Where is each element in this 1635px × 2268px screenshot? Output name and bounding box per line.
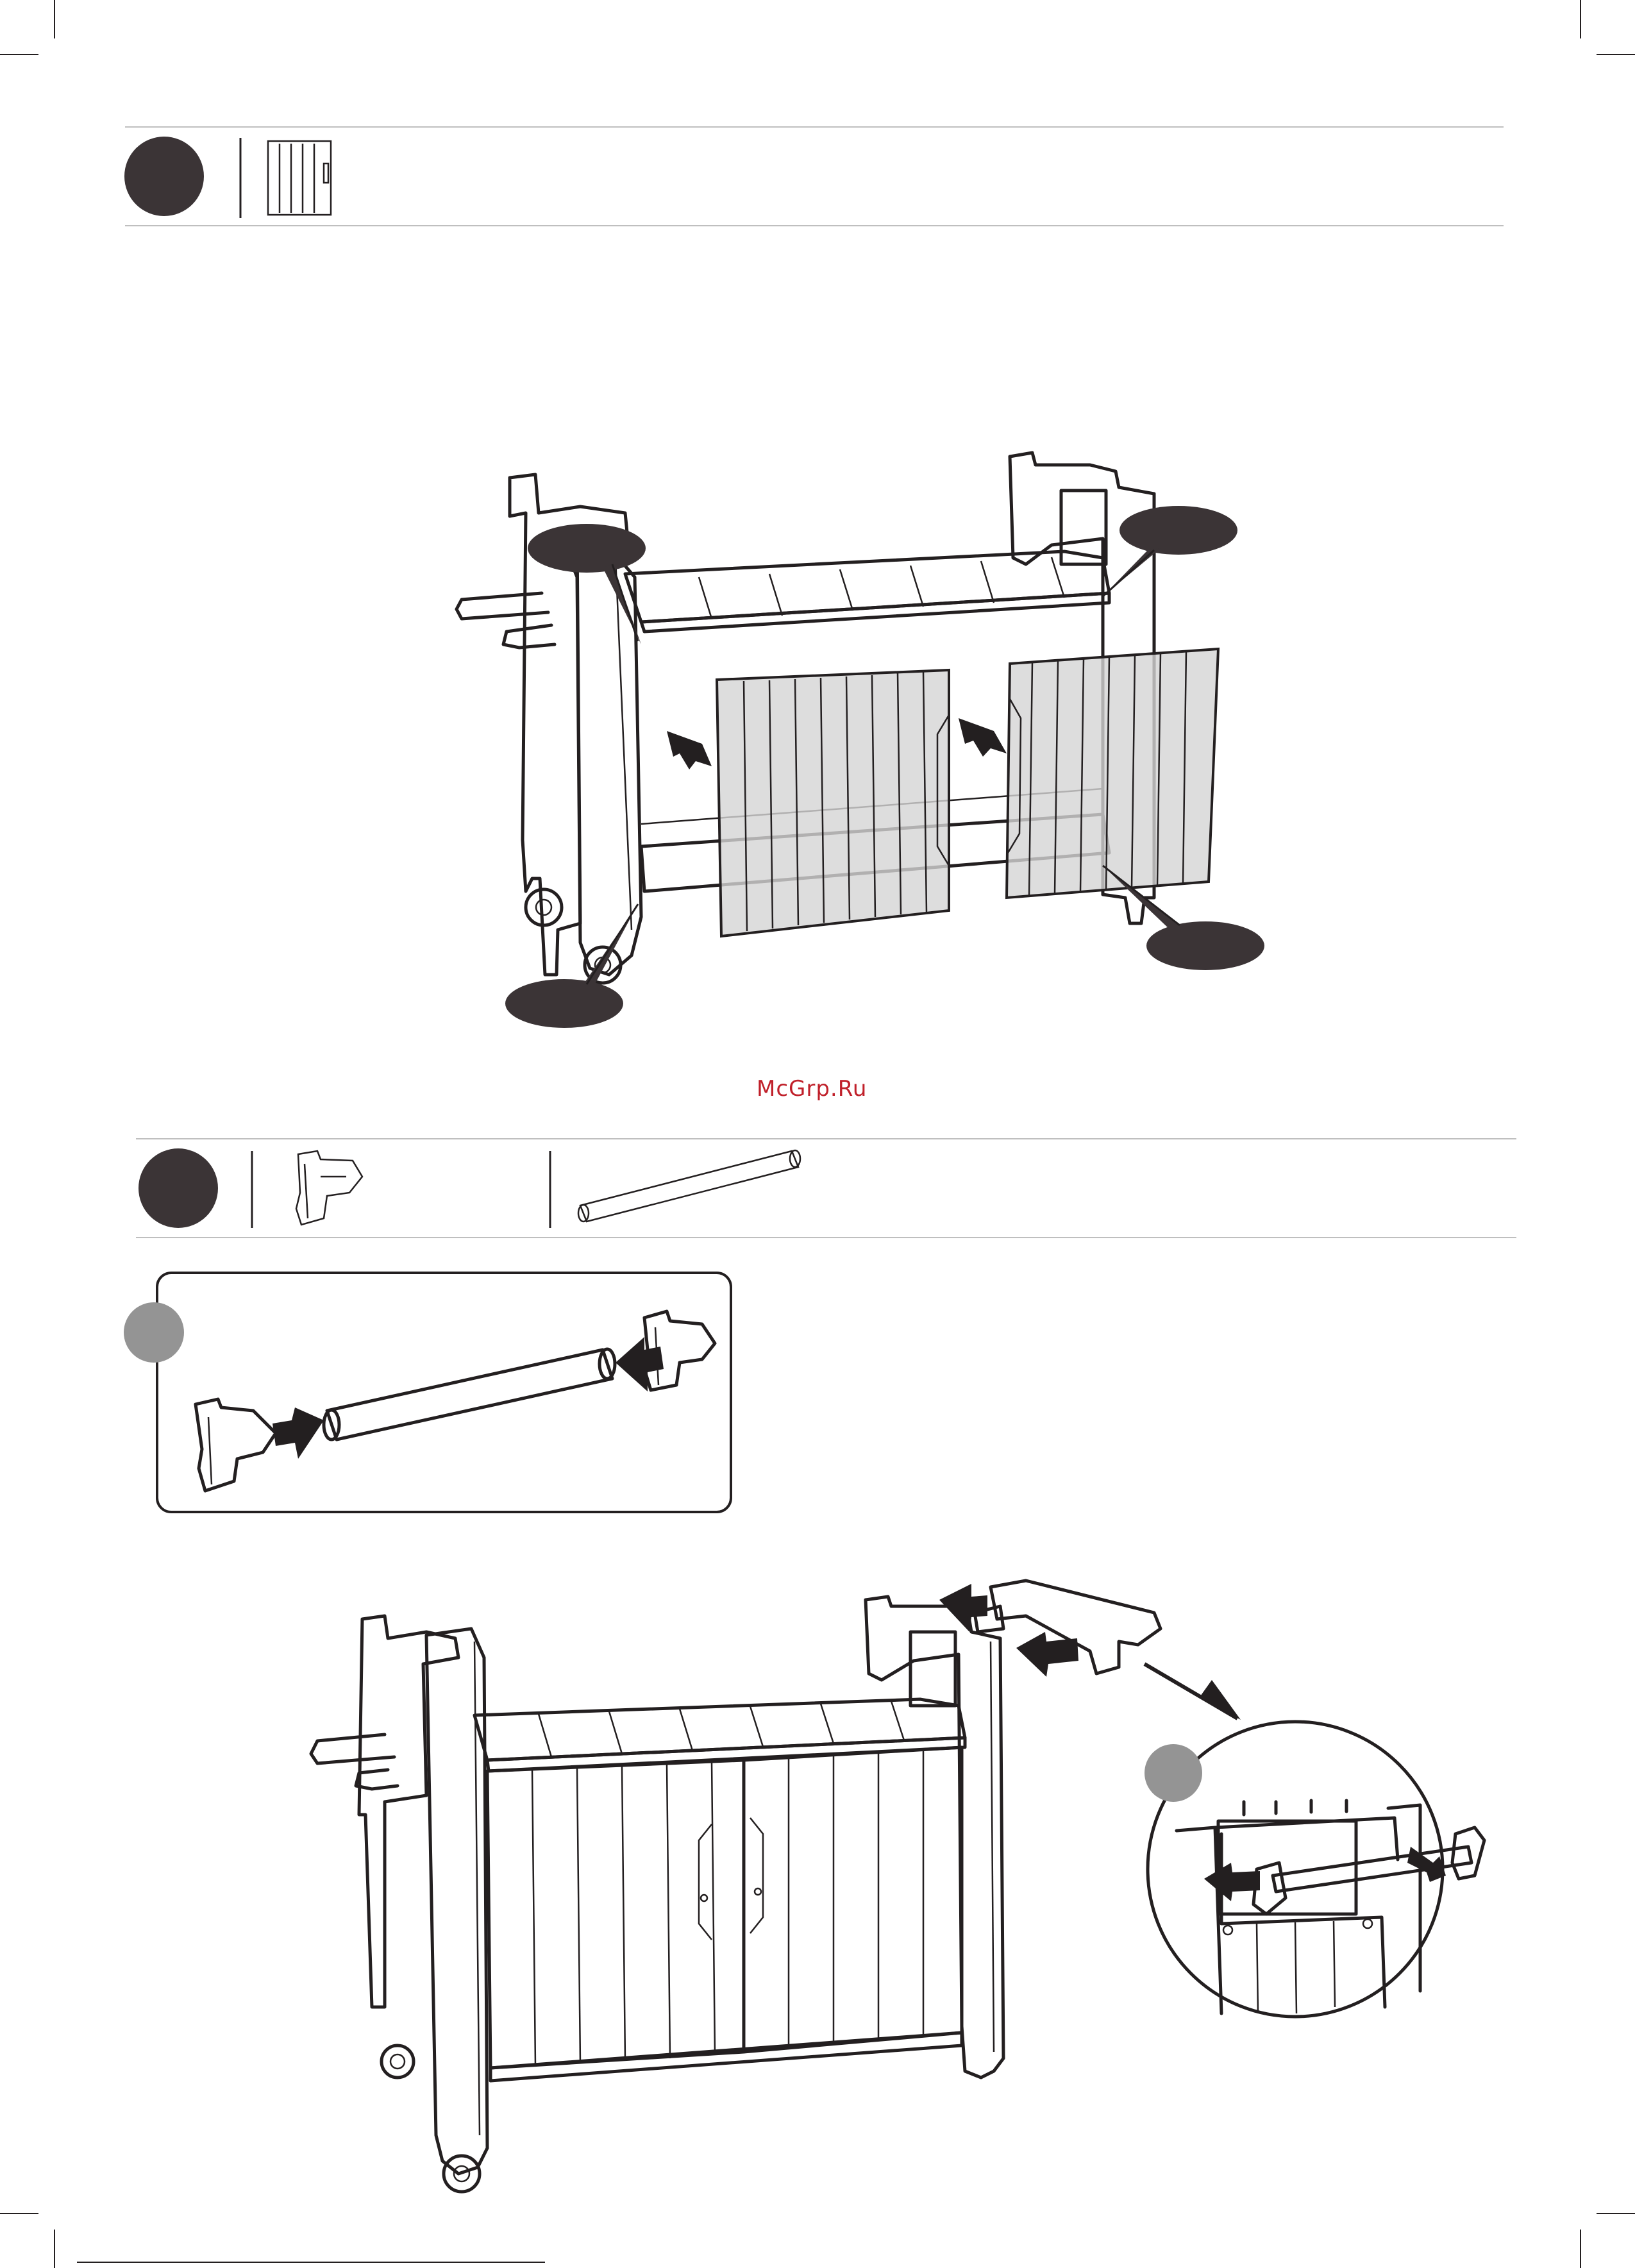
step-2-illustration — [311, 1581, 1161, 2192]
step-1-header — [124, 127, 1504, 226]
left-door-panel — [717, 670, 949, 936]
step-2-header — [136, 1139, 1516, 1238]
callout-2 — [1103, 506, 1237, 596]
sub-step-b-marker — [1144, 1744, 1202, 1802]
sub-step-a-marker — [124, 1302, 184, 1363]
handle-bracket-icon — [296, 1151, 362, 1225]
door-panel-icon — [268, 141, 331, 215]
right-door-panel — [1007, 649, 1218, 898]
sub-step-a-box — [124, 1273, 731, 1512]
step-1-marker — [124, 137, 204, 216]
rod-icon — [578, 1150, 800, 1222]
watermark-text: McGrp.Ru — [757, 1076, 910, 1108]
step-2-marker — [138, 1148, 218, 1228]
sub-step-b-detail — [1144, 1664, 1484, 2017]
step-1-illustration — [457, 453, 1264, 1028]
